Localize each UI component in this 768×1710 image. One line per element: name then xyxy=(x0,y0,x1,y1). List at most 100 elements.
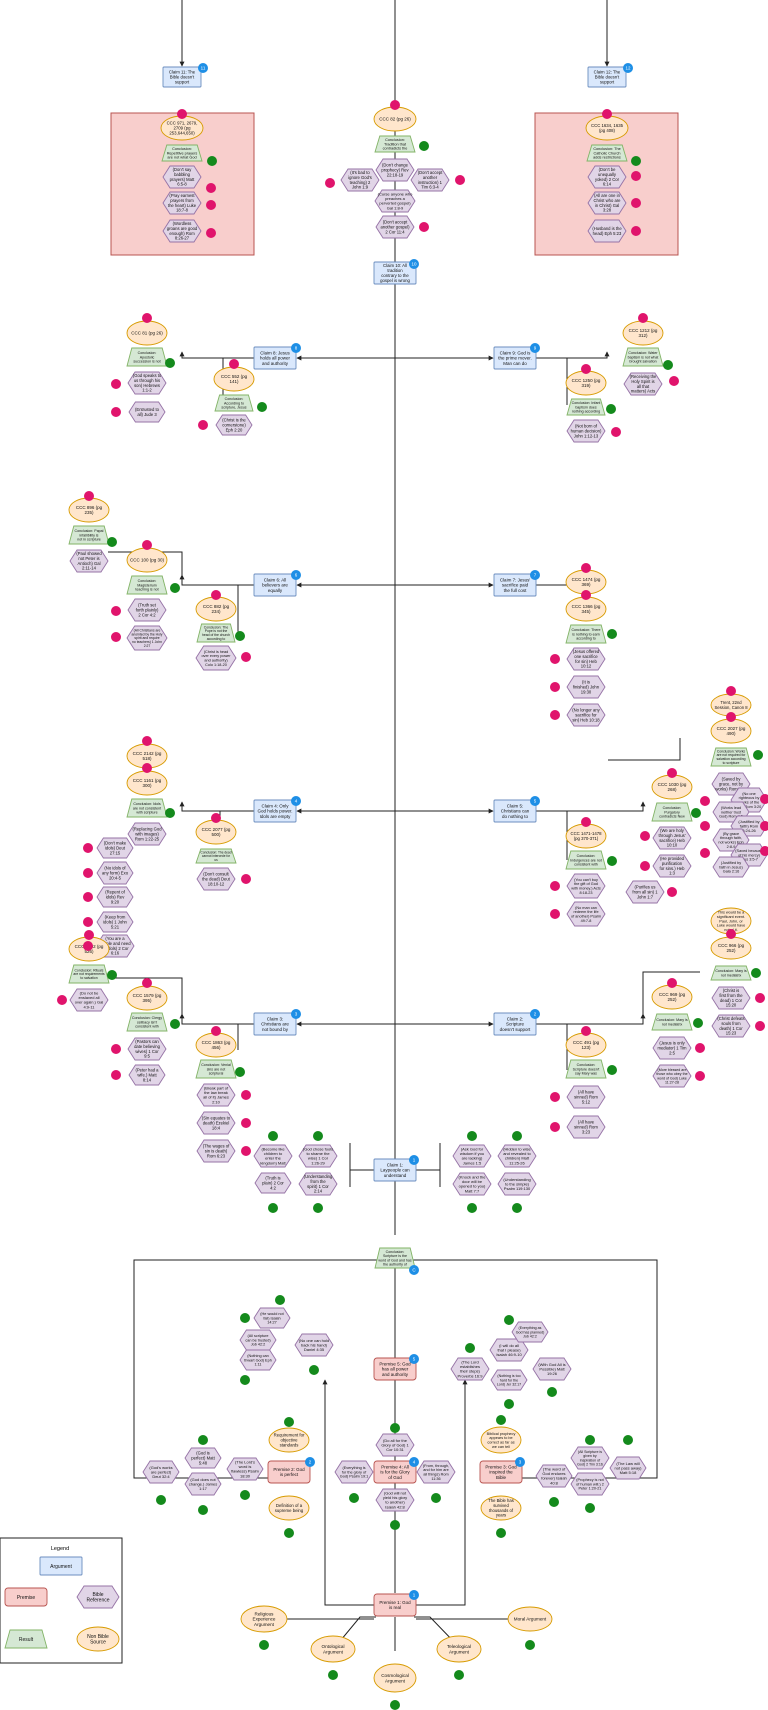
ccc-claim-12[interactable]: CCC 1634, 1635(pg 408) xyxy=(585,115,629,141)
ccc-c6b[interactable]: CCC 100 (pg 30) xyxy=(126,547,168,573)
legend-argument[interactable]: Argument xyxy=(39,1556,83,1576)
arg-moral[interactable]: Moral Argument xyxy=(507,1606,553,1632)
legend-result[interactable]: Result xyxy=(4,1629,48,1649)
